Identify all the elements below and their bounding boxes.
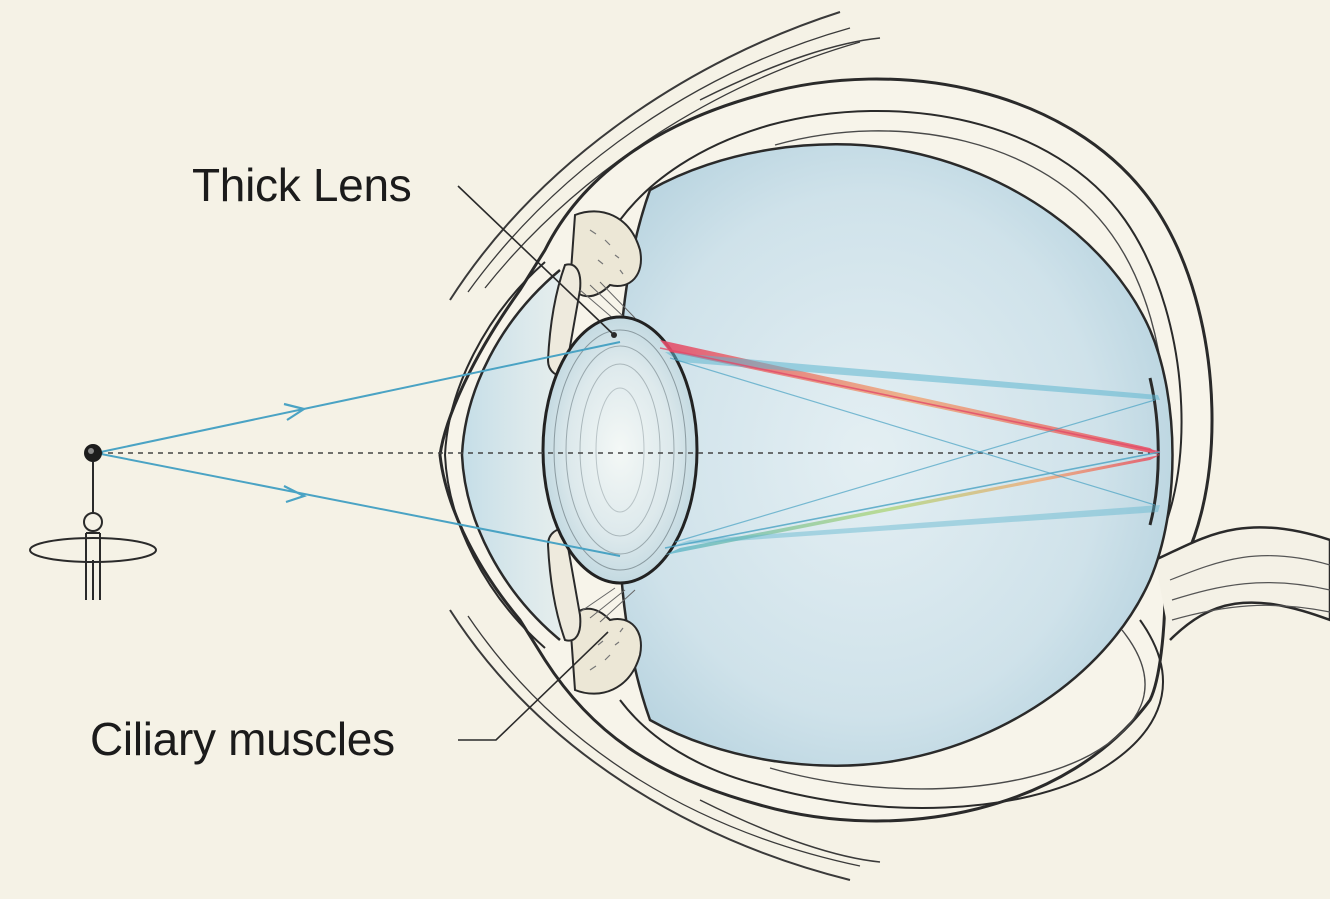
ciliary-muscles-label: Ciliary muscles bbox=[90, 716, 395, 762]
lens-label: Thick Lens bbox=[192, 162, 411, 208]
observer-figure-icon bbox=[30, 462, 156, 600]
